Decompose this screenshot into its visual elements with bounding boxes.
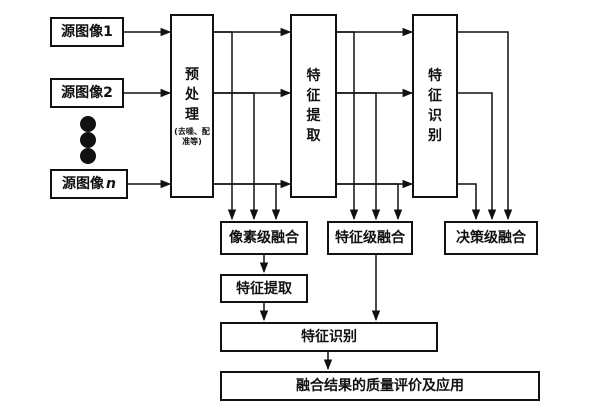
feature-level-fusion-box: 特征级融合 xyxy=(327,221,413,255)
ellipsis-dot-icon xyxy=(80,132,96,148)
tap-decision-2 xyxy=(458,92,497,221)
tap-feature-n xyxy=(337,183,403,221)
source-image-n-label: 源图像 xyxy=(62,176,105,192)
feature-recognize-box: 特征识别 xyxy=(220,322,438,352)
feature-recognize-stage-label: 特征识别 xyxy=(428,68,442,144)
source-image-1-label: 源图像1 xyxy=(61,24,113,40)
ellipsis-dot-icon xyxy=(80,116,96,132)
feature-extract-label: 特征提取 xyxy=(236,280,292,297)
tap-pixel-n xyxy=(214,183,281,221)
feature-extract-stage-box: 特征提取 xyxy=(290,14,337,198)
source-image-2-label: 源图像2 xyxy=(61,85,113,101)
feature-extract-stage-label: 特征提取 xyxy=(306,68,321,144)
source-image-2-box: 源图像2 xyxy=(50,78,124,108)
feature-recognize-label: 特征识别 xyxy=(301,329,357,345)
pixel-level-fusion-box: 像素级融合 xyxy=(220,221,308,255)
source-image-1-box: 源图像1 xyxy=(50,17,124,47)
preprocess-label: 预处理 xyxy=(185,67,199,123)
pixel-level-fusion-label: 像素级融合 xyxy=(229,230,299,246)
tap-feature-2 xyxy=(337,92,381,221)
feature-recognize-stage-box: 特征识别 xyxy=(412,14,458,198)
feature-extract-box: 特征提取 xyxy=(220,274,308,303)
result-evaluation-box: 融合结果的质量评价及应用 xyxy=(220,371,540,401)
preprocess-note: (去噪、配准等) xyxy=(174,127,210,146)
feature-level-fusion-label: 特征级融合 xyxy=(335,230,405,246)
tap-feature-1 xyxy=(337,31,359,221)
tap-decision-n xyxy=(458,183,481,221)
decision-level-fusion-label: 决策级融合 xyxy=(456,230,526,246)
source-image-n-suffix: n xyxy=(106,176,116,192)
tap-decision-1 xyxy=(458,31,513,221)
decision-level-fusion-box: 决策级融合 xyxy=(444,221,538,255)
result-evaluation-label: 融合结果的质量评价及应用 xyxy=(296,378,464,394)
preprocess-box: 预处理 (去噪、配准等) xyxy=(170,14,214,198)
tap-pixel-1 xyxy=(214,31,237,221)
ellipsis-dot-icon xyxy=(80,148,96,164)
tap-pixel-2 xyxy=(214,92,259,221)
